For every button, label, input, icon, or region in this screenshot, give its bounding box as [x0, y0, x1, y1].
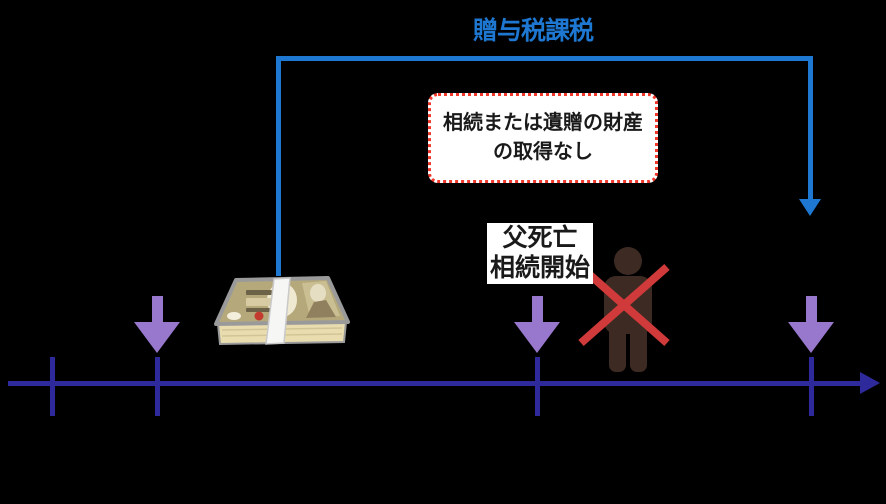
father-death-line2: 相続開始: [490, 253, 591, 282]
father-death-line1: 父死亡: [502, 224, 578, 252]
bracket-line-top: [276, 56, 813, 61]
timeline-tick: [535, 357, 540, 416]
down-arrow-head: [134, 322, 180, 353]
down-arrow-icon: [134, 296, 180, 353]
bracket-line-right: [808, 56, 813, 199]
timeline-tick: [155, 357, 160, 416]
no-acquisition-line1: 相続または遺贈の財産: [443, 112, 643, 134]
down-arrow-stem: [531, 296, 543, 322]
father-death-label: 父死亡 相続開始: [487, 223, 594, 284]
down-arrow-icon: [788, 296, 834, 353]
down-arrow-stem: [805, 296, 817, 322]
money-stack-icon: [214, 276, 350, 346]
red-cross-icon: [578, 264, 670, 346]
timeline-axis: [8, 381, 864, 386]
bracket-arrowhead-icon: [799, 199, 821, 216]
timeline-tick: [809, 357, 814, 416]
down-arrow-head: [788, 322, 834, 353]
bracket-line-left: [276, 56, 281, 276]
down-arrow-stem: [151, 296, 163, 322]
no-acquisition-callout: 相続または遺贈の財産 の取得なし: [428, 93, 658, 183]
down-arrow-head: [514, 322, 560, 353]
timeline-arrowhead-icon: [860, 372, 880, 394]
timeline-tick: [50, 357, 55, 416]
gift-tax-taxation-label: 贈与税課税: [472, 17, 594, 45]
down-arrow-icon: [514, 296, 560, 353]
no-acquisition-line2: の取得なし: [493, 141, 593, 163]
